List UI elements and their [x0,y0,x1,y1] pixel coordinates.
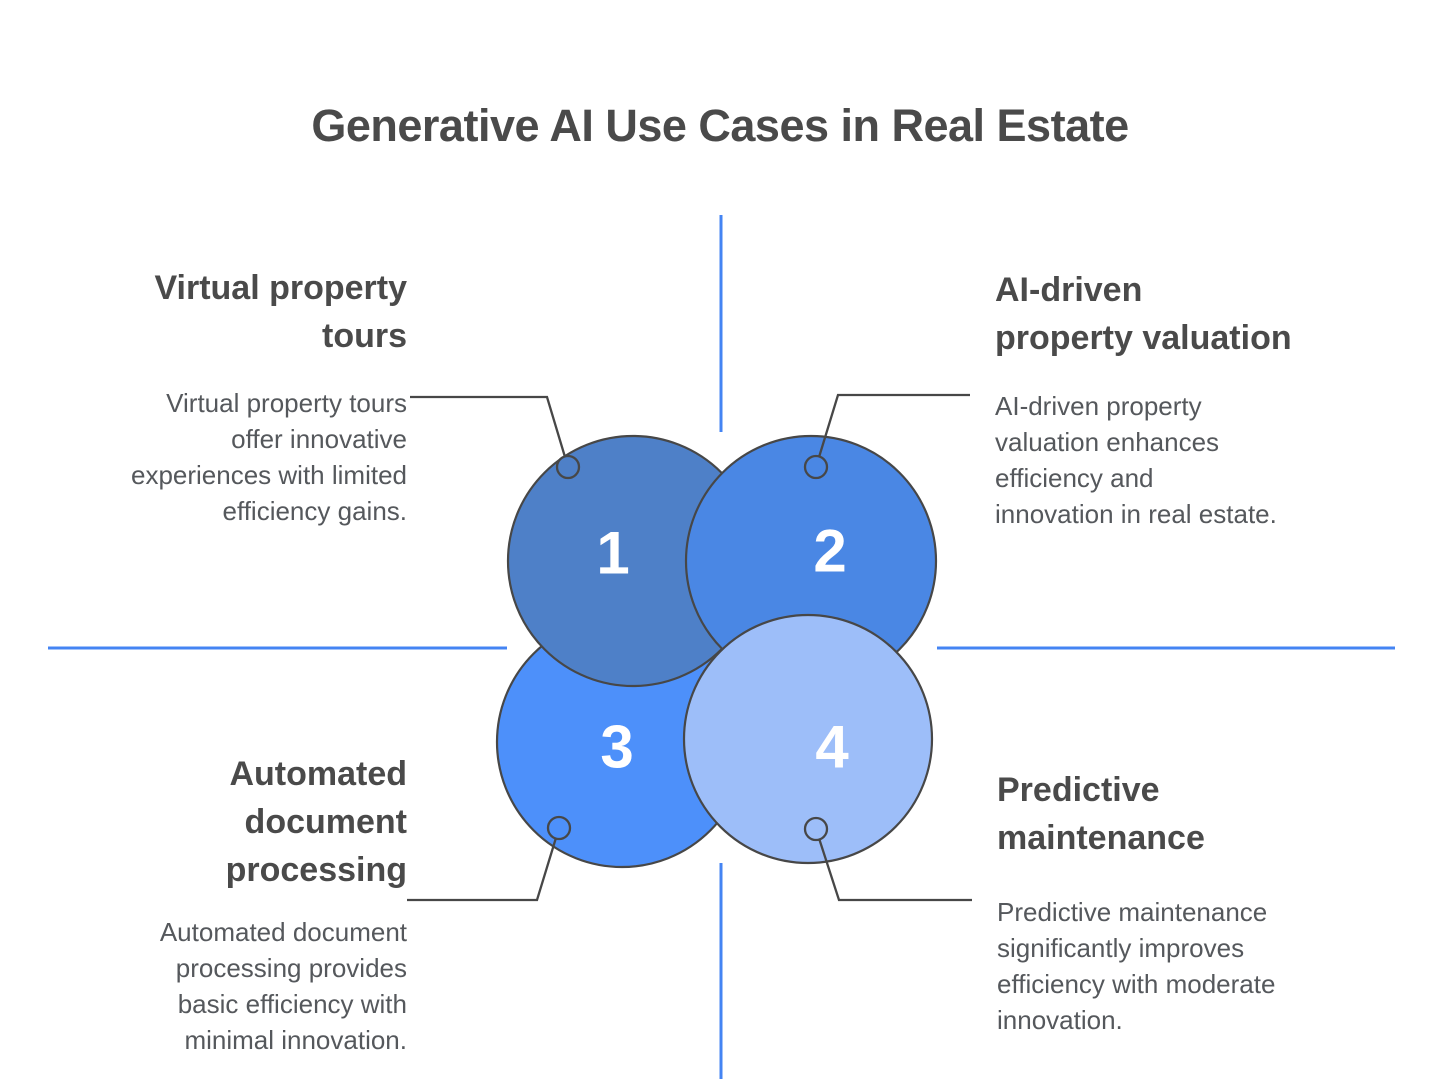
item-1-description-line: efficiency gains. [222,496,407,526]
item-2-description-line: AI-driven property [995,391,1202,421]
item-4-description-line: innovation. [997,1005,1123,1035]
connector-line-3 [407,827,561,902]
item-3-heading-line: Automated [229,755,407,793]
circle-number-1: 1 [596,520,629,587]
connector-ring-1 [555,454,581,480]
item-3-heading: Automated document processing [60,750,407,894]
item-2-description: AI-driven property valuation enhances ef… [995,388,1395,532]
item-3-description-line: Automated document [159,917,407,947]
item-1-description-line: offer innovative [231,424,407,454]
item-4-description-line: Predictive maintenance [997,897,1268,927]
item-2-description-line: valuation enhances [995,427,1220,457]
item-3-heading-line: processing [225,851,407,889]
item-1-description: Virtual property tours offer innovative … [60,385,407,529]
circle-number-3: 3 [600,714,633,781]
connector-ring-2 [803,454,829,480]
item-4-description: Predictive maintenance significantly imp… [997,894,1397,1038]
item-2-description-line: efficiency and [995,463,1154,493]
item-4-heading-line: maintenance [997,819,1205,857]
circle-number-4: 4 [815,714,849,781]
item-2-heading: AI-driven property valuation [995,266,1395,362]
item-4-heading-line: Predictive [997,771,1160,809]
item-4-heading: Predictive maintenance [997,766,1397,862]
connector-line-1 [410,395,570,468]
item-4-description-line: efficiency with moderate [997,969,1276,999]
item-3-description: Automated document processing provides b… [60,914,407,1058]
connector-line-4 [814,828,972,902]
connector-line-2 [814,393,970,468]
item-3-description-line: basic efficiency with [177,989,407,1019]
connector-ring-3 [546,815,572,841]
item-2-heading-line: property valuation [995,319,1292,357]
item-1-description-line: experiences with limited [130,460,407,490]
circle-number-2: 2 [813,518,846,585]
item-1-heading-line: Virtual property [154,269,407,307]
item-1-heading-line: tours [322,317,407,355]
circle-4 [682,613,934,865]
item-2-description-line: innovation in real estate. [995,499,1277,529]
item-2-heading-line: AI-driven [995,271,1143,309]
item-3-description-line: minimal innovation. [184,1025,407,1055]
item-4-description-line: significantly improves [997,933,1245,963]
item-3-heading-line: document [244,803,407,841]
item-1-heading: Virtual property tours [60,264,407,360]
page-title: Generative AI Use Cases in Real Estate [311,100,1129,151]
item-3-description-line: processing provides [175,953,407,983]
connector-ring-4 [803,816,829,842]
item-1-description-line: Virtual property tours [166,388,407,418]
